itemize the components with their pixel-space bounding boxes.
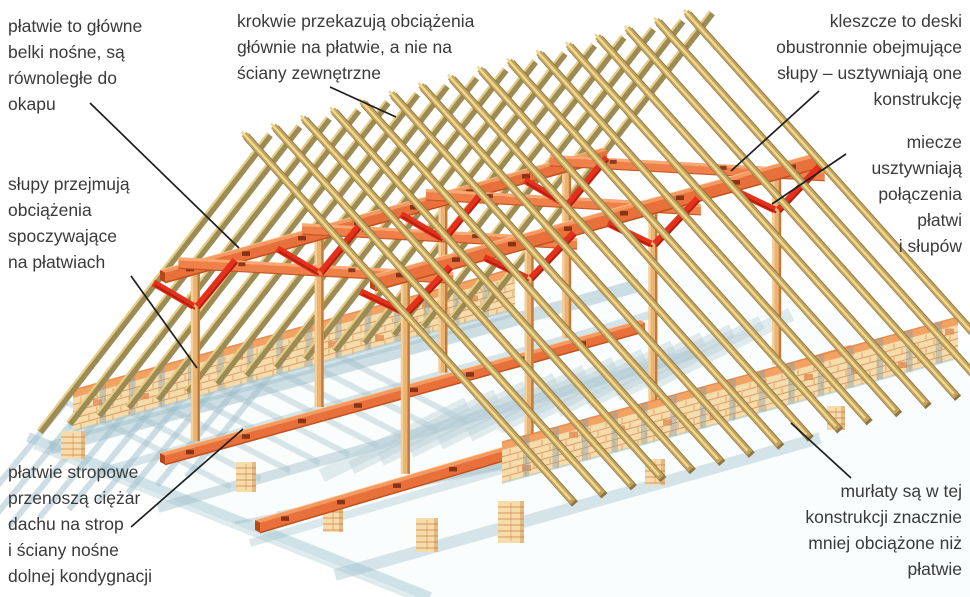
annotation-kleszcze: kleszcze to deski obustronnie obejmujące…: [776, 11, 962, 109]
annotation-miecze: miecze usztywniają połączenia płatwi i s…: [871, 132, 962, 256]
annotation-krokwie: krokwie przekazują obciążenia głównie na…: [237, 11, 475, 83]
near-rafters: [240, 8, 970, 507]
annotation-platwie: płatwie to główne belki nośne, są równol…: [8, 16, 143, 114]
leader-lines: [89, 86, 852, 528]
annotation-slupy: słupy przejmują obciążenia spoczywające …: [8, 174, 130, 272]
annotation-murlaty: murłaty są w tej konstrukcji znacznie mn…: [805, 481, 962, 579]
annotation-platwie-stropowe: płatwie stropowe przenoszą ciężar dachu …: [8, 462, 152, 586]
